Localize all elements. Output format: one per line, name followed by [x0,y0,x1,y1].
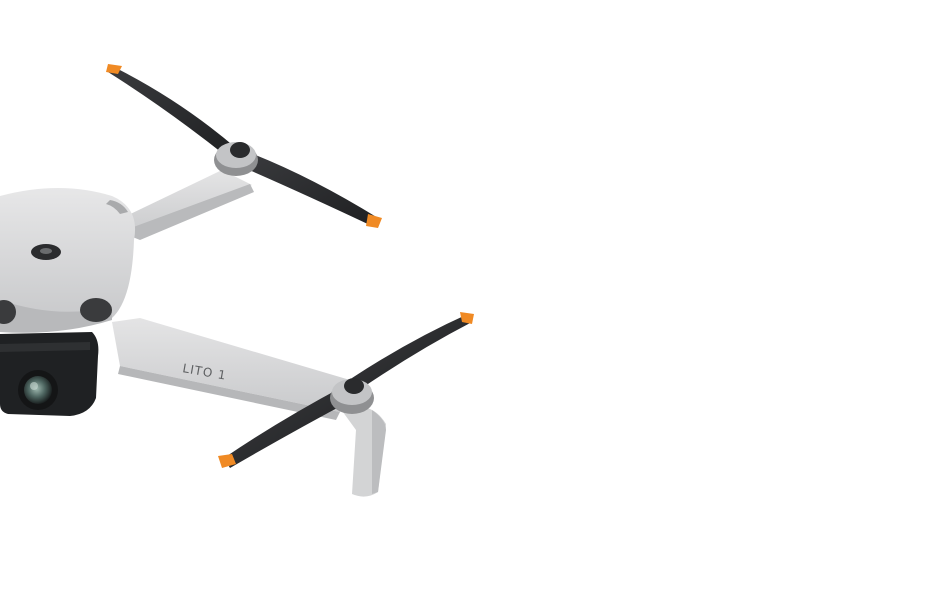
lower-motor [330,378,374,414]
upper-arm [118,170,254,240]
upper-propeller [106,64,382,228]
side-sensor-left [0,300,16,324]
drone-body [0,188,136,333]
upper-motor [214,142,258,176]
lower-arm: LITO 1 [112,318,350,420]
lower-propeller [218,312,474,468]
gimbal-camera [0,332,99,416]
camera-lens [24,376,52,404]
side-sensor-right [80,298,112,322]
lower-prop-tip-right [460,312,474,324]
landing-leg [340,406,386,497]
upper-prop-tip-left [106,64,122,74]
lower-prop-tip-left [218,454,236,468]
upper-prop-tip-right [366,214,382,228]
